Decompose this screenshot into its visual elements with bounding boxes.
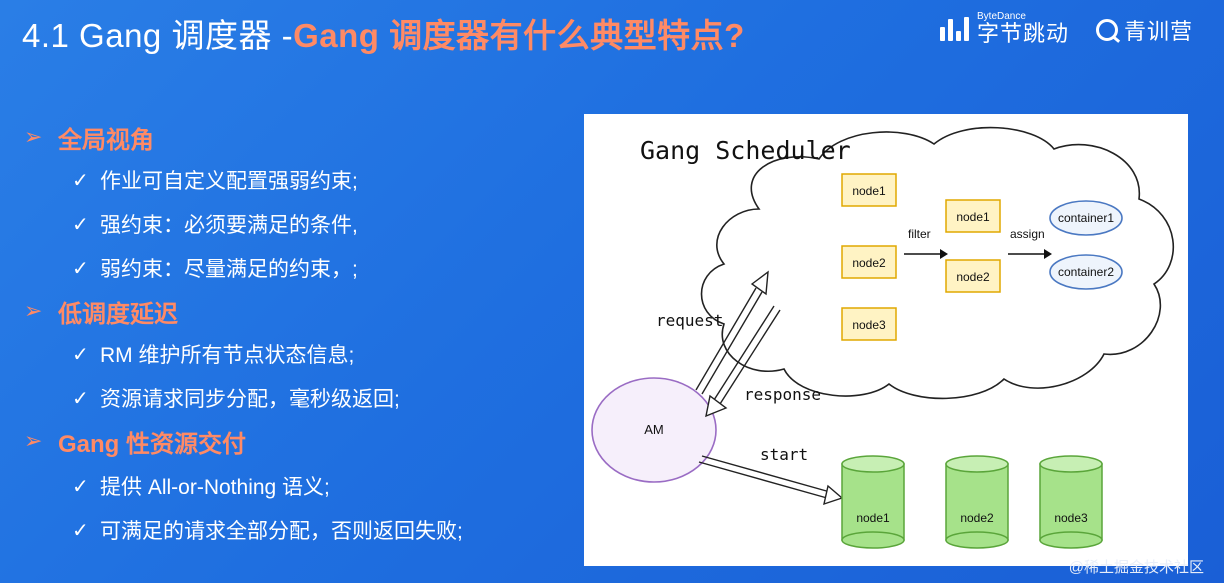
start-arrow (698, 455, 844, 506)
check-icon: ✓ (72, 475, 89, 498)
arrow-bullet-icon: ➢ (24, 298, 43, 323)
node-label: node1 (852, 184, 886, 198)
request-arrow (695, 270, 769, 395)
request-label: request (656, 311, 723, 330)
arrow-bullet-icon: ➢ (24, 428, 43, 453)
am-node: AM (591, 377, 717, 483)
diagram-canvas: Gang Scheduler node1 node2 node3 filter … (591, 126, 1175, 549)
node-label: node2 (852, 256, 886, 270)
check-icon: ✓ (72, 213, 89, 236)
qingxunying-logo: 青训营 (1096, 14, 1193, 46)
section-heading: ➢ Gang 性资源交付 (24, 428, 247, 458)
bytedance-bars-icon (940, 17, 969, 41)
list-item: ✓ 可满足的请求全部分配，否则返回失败; (72, 519, 463, 544)
qingxunying-label: 青训营 (1124, 19, 1194, 44)
check-icon: ✓ (72, 519, 89, 542)
node-label: node1 (956, 210, 990, 224)
section-heading: ➢ 低调度延迟 (24, 298, 178, 328)
assign-label: assign (1010, 227, 1045, 241)
node-label: node2 (956, 270, 990, 284)
node-cylinder: node3 (1039, 455, 1103, 549)
node-label: node3 (852, 318, 886, 332)
check-icon: ✓ (72, 387, 89, 410)
check-icon: ✓ (72, 343, 89, 366)
diagram-title: Gang Scheduler (640, 136, 851, 165)
node-cylinder: node1 (841, 455, 905, 549)
arrow-bullet-icon: ➢ (24, 124, 43, 149)
node-label: node3 (1054, 511, 1088, 525)
scheduler-cloud (700, 126, 1175, 400)
gang-scheduler-diagram: Gang Scheduler node1 node2 node3 filter … (584, 114, 1188, 566)
filter-arrow-head (940, 249, 948, 259)
check-icon: ✓ (72, 169, 89, 192)
title-accent: Gang 调度器有什么典型特点? (293, 17, 745, 54)
list-item: ✓ 弱约束：尽量满足的约束，; (72, 257, 358, 282)
bytedance-small-label: ByteDance (977, 11, 1026, 22)
check-icon: ✓ (72, 257, 89, 280)
qingxunying-icon (1096, 19, 1118, 41)
assign-arrow-head (1044, 249, 1052, 259)
node-box: node3 (841, 307, 897, 341)
bytedance-logo: ByteDance 字节跳动 (940, 12, 1069, 46)
node-cylinder: node2 (945, 455, 1009, 549)
start-label: start (760, 445, 808, 464)
list-item: ✓ 提供 All-or-Nothing 语义; (72, 475, 330, 500)
container-ellipse: container2 (1049, 254, 1123, 290)
bytedance-main-label: 字节跳动 (977, 21, 1070, 46)
am-label: AM (644, 422, 664, 437)
bullet-list: ➢ 全局视角 ✓ 作业可自定义配置强弱约束; ✓ 强约束：必须要满足的条件, ✓… (24, 120, 463, 552)
list-item: ✓ RM 维护所有节点状态信息; (72, 343, 355, 368)
section-heading: ➢ 全局视角 (24, 124, 154, 154)
site-watermark: @稀土掘金技术社区 (1068, 559, 1204, 576)
node-box: node1 (841, 173, 897, 207)
list-item: ✓ 作业可自定义配置强弱约束; (72, 169, 358, 194)
node-box: node2 (945, 259, 1001, 293)
response-arrow (705, 305, 781, 418)
slide-title: 4.1 Gang 调度器 - Gang 调度器有什么典型特点? (22, 10, 745, 56)
title-prefix: 4.1 Gang 调度器 - (22, 17, 294, 54)
filter-label: filter (908, 227, 931, 241)
node-box: node1 (945, 199, 1001, 233)
node-label: node2 (960, 511, 994, 525)
container-ellipse: container1 (1049, 200, 1123, 236)
list-item: ✓ 强约束：必须要满足的条件, (72, 213, 358, 238)
node-label: node1 (856, 511, 890, 525)
list-item: ✓ 资源请求同步分配，毫秒级返回; (72, 387, 400, 412)
node-box: node2 (841, 245, 897, 279)
container-label: container1 (1058, 211, 1114, 225)
container-label: container2 (1058, 265, 1114, 279)
response-label: response (744, 385, 821, 404)
